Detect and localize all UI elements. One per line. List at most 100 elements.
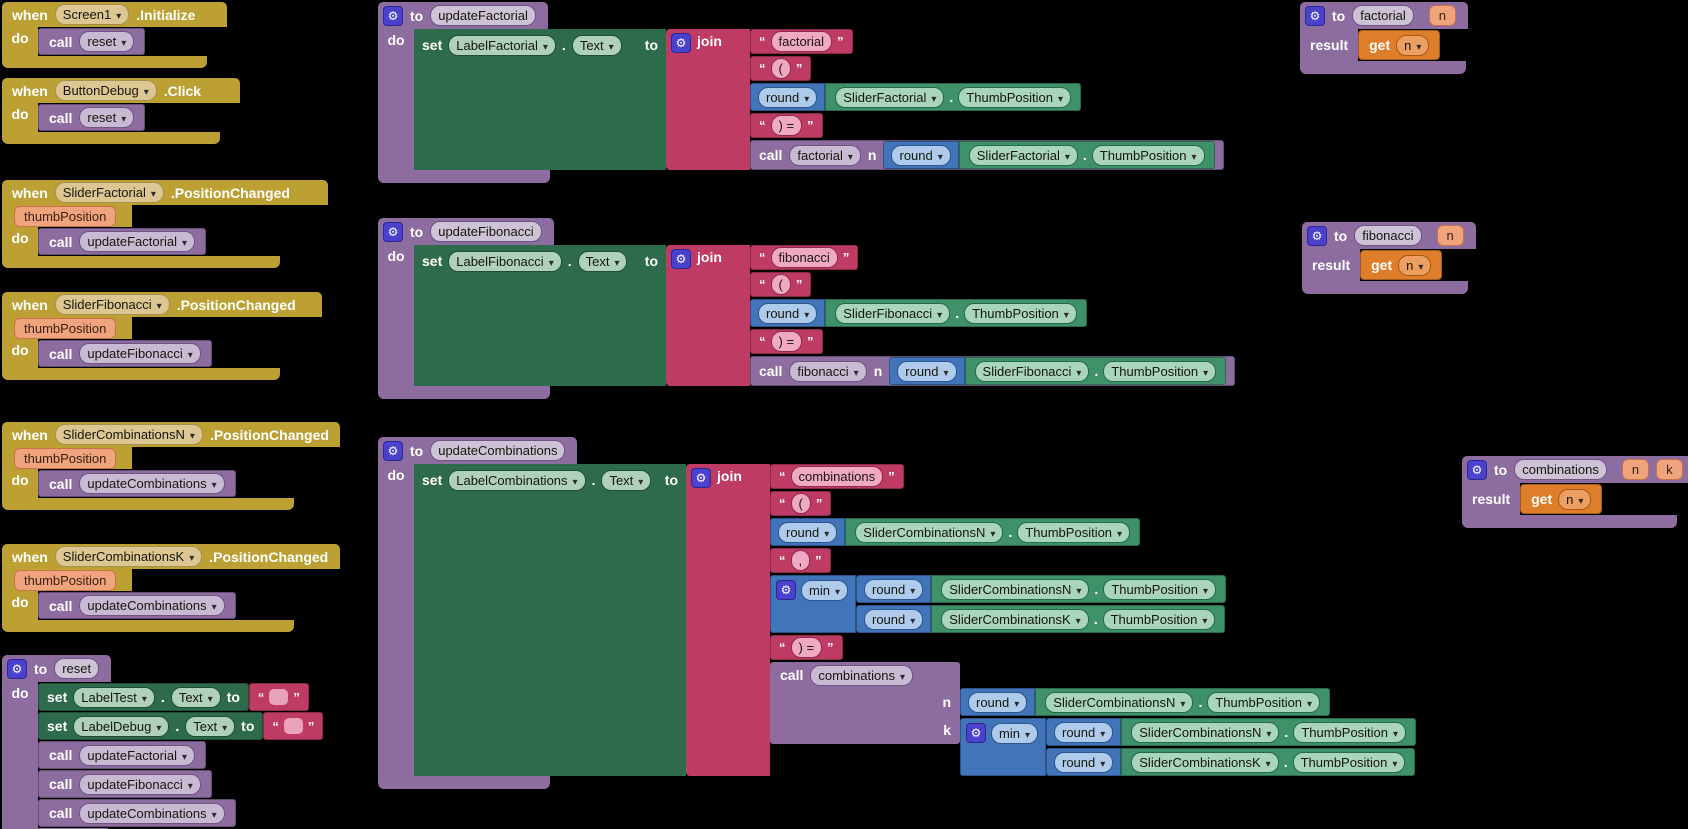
param-chip-k[interactable]: k [1656,459,1683,480]
call-updatecombinations-statement[interactable]: call updateCombinations [38,592,236,619]
thumbposition-getter-block[interactable]: SliderCombinationsN.ThumbPosition [931,575,1227,603]
property-dropdown[interactable]: Text [601,469,652,491]
procedure-dropdown[interactable]: combinations [810,664,913,686]
empty-string-block[interactable]: “” [248,683,309,711]
get-variable-block[interactable]: get n [1360,250,1443,280]
property-dropdown[interactable]: ThumbPosition [1102,608,1216,630]
procedure-dropdown[interactable]: updateCombinations [79,473,225,494]
property-dropdown[interactable]: Text [577,250,628,272]
procedure-dropdown[interactable]: updateFibonacci [79,343,201,364]
round-dropdown[interactable]: round [1053,721,1114,743]
round-block[interactable]: round [960,688,1036,716]
event-block-buttondebug-click[interactable]: when ButtonDebug .Click do call reset [2,78,240,144]
procedure-dropdown[interactable]: reset [79,31,135,52]
param-chip-thumbposition[interactable]: thumbPosition [14,569,117,591]
call-combinations-expression[interactable]: call combinations n k round SliderCombin… [770,662,1417,776]
call-updatecombinations-statement[interactable]: call updateCombinations [38,799,236,827]
empty-text-socket[interactable] [283,718,303,734]
empty-string-block[interactable]: “” [263,712,324,740]
round-block[interactable]: round [750,299,826,327]
procedure-dropdown[interactable]: updateFactorial [79,231,196,252]
string-block[interactable]: “fibonacci” [750,245,859,270]
string-input[interactable]: ( [790,493,811,514]
join-expression[interactable]: join “combinations” “(” round SliderComb… [686,464,1417,776]
procedure-definition-fibonacci[interactable]: to fibonacci n result get n [1302,222,1476,294]
variable-dropdown[interactable]: n [1558,488,1592,510]
set-labelfibonacci-text-statement[interactable]: set LabelFibonacci . Text to [414,245,666,386]
property-dropdown[interactable]: ThumbPosition [1091,144,1205,166]
procedure-dropdown[interactable]: factorial [789,144,861,166]
round-expression[interactable]: round SliderFactorial.ThumbPosition [883,141,1215,169]
string-block[interactable]: “) =” [770,635,843,660]
param-chip-n[interactable]: n [1436,225,1464,246]
round-block[interactable]: round [889,357,965,385]
property-dropdown[interactable]: ThumbPosition [964,302,1077,324]
string-input[interactable]: factorial [770,31,833,52]
property-dropdown[interactable]: ThumbPosition [1017,521,1131,543]
property-dropdown[interactable]: ThumbPosition [1292,751,1406,773]
param-chip-thumbposition[interactable]: thumbPosition [14,205,117,227]
component-dropdown[interactable]: SliderCombinationsK [941,608,1089,630]
round-expression[interactable]: round SliderCombinationsN.ThumbPosition [1045,718,1417,746]
join-expression[interactable]: join “fibonacci” “(” round SliderFibonac… [666,245,1236,386]
round-expression[interactable]: round SliderCombinationsN.ThumbPosition [960,688,1331,716]
round-dropdown[interactable]: round [758,86,818,108]
mutator-gear-icon[interactable] [7,658,27,679]
property-dropdown[interactable]: ThumbPosition [1207,691,1321,713]
property-dropdown[interactable]: Text [170,686,221,708]
thumbposition-getter-block[interactable]: SliderCombinationsN.ThumbPosition [1035,688,1331,716]
string-input[interactable]: ( [770,274,791,295]
round-dropdown[interactable]: round [758,302,818,324]
string-input[interactable]: ( [770,58,791,79]
component-dropdown[interactable]: ButtonDebug [54,80,157,101]
join-expression[interactable]: join “factorial” “(” round SliderFactori… [666,29,1224,170]
mutator-gear-icon[interactable] [1307,225,1327,246]
call-updatefactorial-statement[interactable]: call updateFactorial [38,228,207,255]
min-dropdown[interactable]: min [991,723,1038,744]
min-expression[interactable]: min round SliderCombinationsN.ThumbPosit… [770,575,1227,633]
round-dropdown[interactable]: round [897,360,957,382]
mutator-gear-icon[interactable] [671,33,691,53]
param-chip-n[interactable]: n [1621,459,1650,480]
string-block[interactable]: “(” [750,56,812,81]
event-block-sliderfibonacci-positionchanged[interactable]: when SliderFibonacci .PositionChanged th… [2,292,322,380]
component-dropdown[interactable]: SliderCombinationsN [1045,691,1194,713]
mutator-gear-icon[interactable] [383,221,403,242]
thumbposition-getter-block[interactable]: SliderCombinationsK.ThumbPosition [1121,748,1416,776]
component-dropdown[interactable]: SliderFibonacci [54,294,170,315]
string-input[interactable]: fibonacci [770,247,838,268]
round-block[interactable]: round [855,605,932,633]
procedure-name-field[interactable]: updateCombinations [430,440,566,461]
procedure-name-field[interactable]: updateFactorial [430,5,536,26]
component-dropdown[interactable]: SliderCombinationsN [54,424,203,445]
set-labeldebug-text-statement[interactable]: set LabelDebug . Text to “” [38,712,324,740]
variable-dropdown[interactable]: n [1396,34,1430,56]
component-dropdown[interactable]: LabelFibonacci [448,250,562,272]
round-expression[interactable]: round SliderFibonacci.ThumbPosition [750,299,1087,327]
round-expression[interactable]: round SliderCombinationsK.ThumbPosition [1045,748,1416,776]
mutator-gear-icon[interactable] [776,580,796,600]
string-block[interactable]: “,” [770,548,831,573]
component-dropdown[interactable]: LabelTest [73,686,155,708]
procedure-dropdown[interactable]: reset [79,107,135,128]
set-labelfactorial-text-statement[interactable]: set LabelFactorial . Text to [414,29,666,170]
round-dropdown[interactable]: round [891,144,951,166]
property-dropdown[interactable]: ThumbPosition [958,86,1072,108]
procedure-definition-updatefibonacci[interactable]: to updateFibonacci do set LabelFibonacci… [378,218,1236,399]
procedure-dropdown[interactable]: updateCombinations [79,595,225,616]
string-input[interactable]: ) = [770,115,803,136]
component-dropdown[interactable]: LabelFactorial [448,34,556,56]
string-block[interactable]: “(” [770,491,832,516]
event-block-slidercombinationsn-positionchanged[interactable]: when SliderCombinationsN .PositionChange… [2,422,340,510]
component-dropdown[interactable]: LabelDebug [73,715,170,737]
component-dropdown[interactable]: SliderCombinationsN [855,521,1004,543]
round-dropdown[interactable]: round [1053,751,1114,773]
procedure-definition-reset[interactable]: to reset do set LabelTest . Text to “” [2,655,324,829]
mutator-gear-icon[interactable] [383,5,403,26]
param-chip-thumbposition[interactable]: thumbPosition [14,317,117,339]
thumbposition-getter-block[interactable]: SliderCombinationsN.ThumbPosition [1121,718,1417,746]
mutator-gear-icon[interactable] [1305,5,1325,26]
round-expression[interactable]: round SliderFactorial.ThumbPosition [750,83,1082,111]
procedure-definition-updatecombinations[interactable]: to updateCombinations do set LabelCombin… [378,437,1417,789]
